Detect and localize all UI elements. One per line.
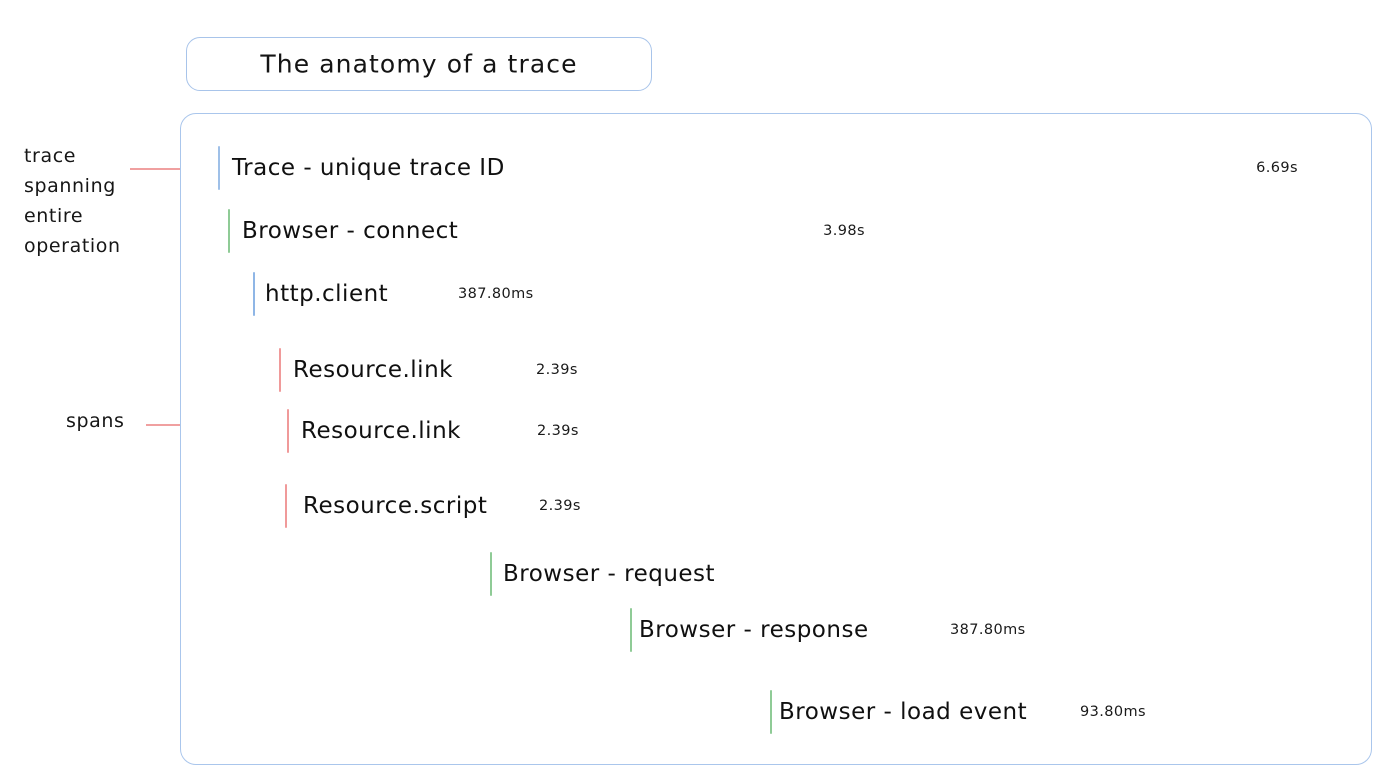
span-row-http-client[interactable]: http.client 387.80ms [253,272,533,316]
span-bar-browser-connect[interactable] [228,209,230,253]
span-row-browser-request[interactable]: Browser - request [490,552,715,596]
span-bar-resource-link-2[interactable] [287,409,289,453]
span-row-resource-script[interactable]: Resource.script 2.39s [285,484,580,528]
span-label-resource-link-2: Resource.link [301,418,461,444]
trace-waterfall-panel [180,113,1372,765]
span-label-browser-load-event: Browser - load event [779,699,1028,725]
trace-leader-line [130,168,198,170]
span-label-browser-connect: Browser - connect [242,218,459,244]
span-row-resource-link-2[interactable]: Resource.link 2.39s [287,409,578,453]
span-duration-http-client: 387.80ms [458,286,534,302]
span-bar-http-client[interactable] [253,272,255,316]
span-bar-resource-link-1[interactable] [279,348,281,392]
trace-annotation-label: trace spanning entire operation [24,145,121,257]
title-card: The anatomy of a trace [186,37,652,91]
span-label-resource-link-1: Resource.link [293,357,453,383]
span-duration-trace: 6.69s [1256,160,1298,176]
span-row-resource-link-1[interactable]: Resource.link 2.39s [279,348,577,392]
span-duration-resource-link-2: 2.39s [537,423,579,439]
span-row-browser-load-event[interactable]: Browser - load event 93.80ms [770,690,1146,734]
span-row-trace[interactable]: Trace - unique trace ID 6.69s [218,146,1355,190]
span-label-trace: Trace - unique trace ID [232,155,505,181]
span-duration-resource-script: 2.39s [539,498,581,514]
span-label-browser-response: Browser - response [639,617,869,643]
span-duration-browser-load-event: 93.80ms [1080,704,1146,720]
span-label-resource-script: Resource.script [303,493,488,519]
span-bar-browser-response[interactable] [630,608,632,652]
span-duration-resource-link-1: 2.39s [536,362,578,378]
span-bar-resource-script[interactable] [285,484,287,528]
span-duration-browser-response: 387.80ms [950,622,1026,638]
span-label-browser-request: Browser - request [503,561,716,587]
span-bar-trace[interactable] [218,146,220,190]
span-duration-browser-connect: 3.98s [823,223,865,239]
span-label-http-client: http.client [265,281,389,307]
page-title: The anatomy of a trace [260,49,578,79]
span-bar-browser-request[interactable] [490,552,492,596]
span-bar-browser-load-event[interactable] [770,690,772,734]
span-row-browser-connect[interactable]: Browser - connect 3.98s [228,209,878,253]
spans-annotation-label: spans [66,410,125,432]
span-row-browser-response[interactable]: Browser - response 387.80ms [630,608,1025,652]
